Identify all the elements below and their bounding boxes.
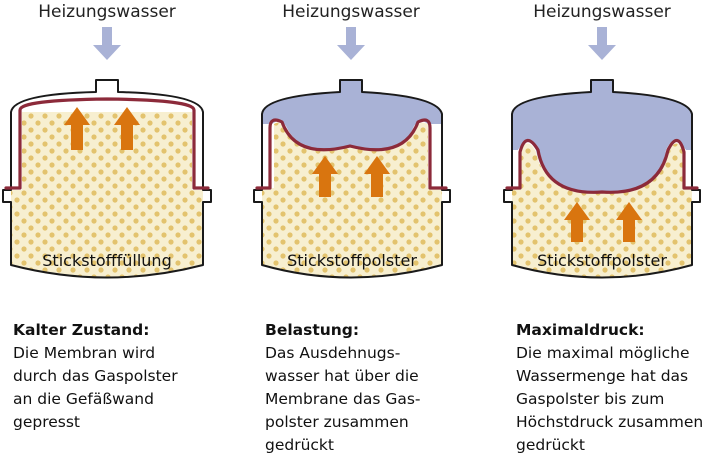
inflow-label-3: Heizungswasser [533,2,671,22]
vessel-cold-state [2,27,212,279]
caption-body-1: Die Membran wird durch das Gaspolster an… [13,344,178,431]
water-region-3 [512,80,692,193]
inflow-arrow-3 [588,27,616,60]
caption-title-3: Maximaldruck: [516,321,645,339]
vessel-shell-3 [503,79,701,279]
caption-max-pressure: Maximaldruck: Die maximal mögliche Wasse… [516,319,728,457]
vessel-max-pressure [503,27,701,279]
water-region-2 [262,80,442,150]
membrane-2 [255,118,448,190]
caption-load-state: Belastung: Das Ausdehnugs- wasser hat üb… [265,319,480,457]
pressure-arrow-3a [564,202,590,242]
pressure-arrow-2b [364,156,390,197]
pressure-arrow-1a [64,107,90,150]
membrane-1 [4,97,210,190]
pressure-arrow-2a [312,156,338,197]
inflow-arrow-1 [93,27,121,60]
caption-cold-state: Kalter Zustand: Die Membran wird durch d… [13,319,228,434]
caption-title-2: Belastung: [265,321,360,339]
pressure-arrow-1b [114,107,140,150]
caption-title-1: Kalter Zustand: [13,321,150,339]
vessel-shell-1 [2,79,212,279]
gas-label-3: Stickstoffpolster [537,251,667,270]
gas-label-2: Stickstoffpolster [287,251,417,270]
vessel-load-state [253,27,451,279]
vessel-shell-2 [253,79,451,279]
inflow-label-2: Heizungswasser [282,2,420,22]
membrane-3 [505,138,699,194]
inflow-arrow-2 [337,27,365,60]
inflow-label-1: Heizungswasser [38,2,176,22]
pressure-arrow-3b [616,202,642,242]
caption-body-3: Die maximal mögliche Wassermenge hat das… [516,344,704,454]
gas-label-1: Stickstofffüllung [42,251,171,270]
caption-body-2: Das Ausdehnugs- wasser hat über die Memb… [265,344,421,454]
